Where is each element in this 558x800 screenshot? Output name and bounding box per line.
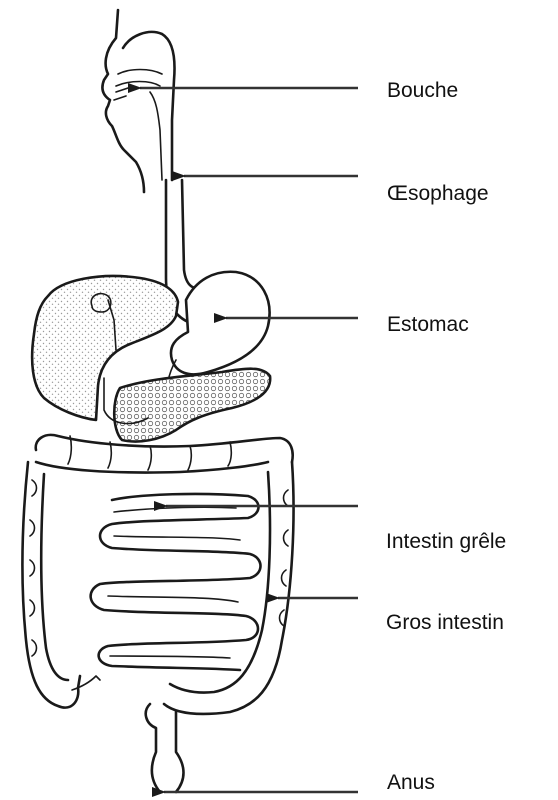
small-intestine [91,494,261,670]
pancreas [114,369,270,442]
label-gros-intestin: Gros intestin [386,612,504,633]
head-mouth [102,10,174,192]
large-intestine [22,435,293,714]
label-estomac: Estomac [387,314,469,335]
stomach [171,272,270,375]
label-bouche: Bouche [387,80,458,101]
label-anus: Anus [387,772,435,793]
rectum [146,704,184,792]
label-intestin-grele: Intestin grêle [386,531,506,552]
label-oesophage: Œsophage [387,183,489,204]
